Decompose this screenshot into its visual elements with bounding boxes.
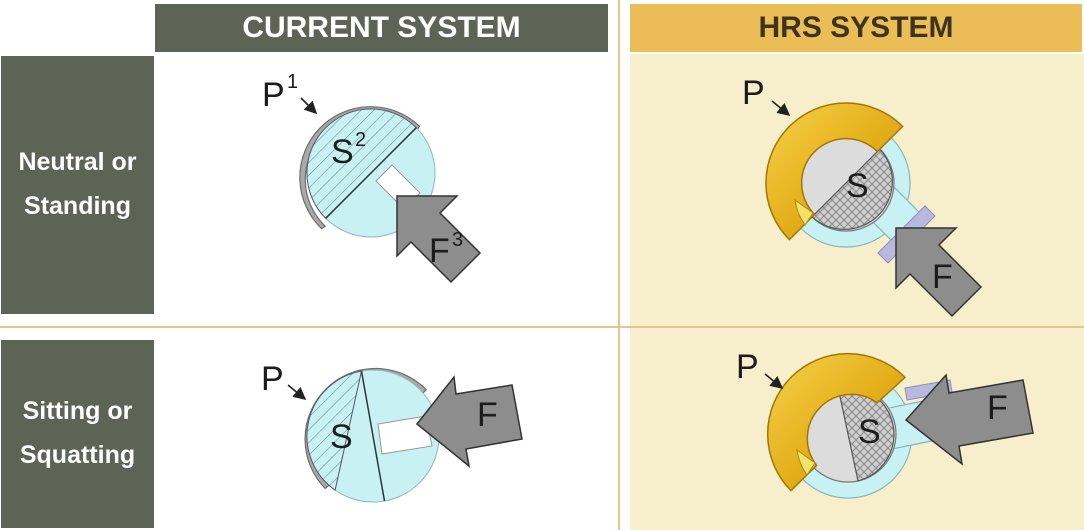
header-current-system: CURRENT SYSTEM bbox=[155, 4, 608, 52]
current-sitting-split-line bbox=[360, 370, 386, 502]
current-sitting-label-s: S bbox=[330, 418, 353, 456]
current-neutral-label-f: F bbox=[429, 232, 450, 270]
hrs-neutral-label-p: P bbox=[742, 74, 765, 112]
current-sitting-diagram: P S F bbox=[261, 360, 523, 503]
current-neutral-label-p: P bbox=[262, 76, 285, 114]
row-label-sitting-line1: Sitting or bbox=[22, 397, 133, 426]
row-label-neutral-line2: Standing bbox=[24, 192, 131, 220]
hrs-sitting-force-arrow bbox=[904, 373, 1034, 466]
current-sitting-hatched-half bbox=[306, 370, 363, 491]
current-neutral-hatched-half bbox=[306, 108, 418, 220]
row-label-neutral-line1: Neutral or bbox=[18, 148, 137, 177]
hrs-sitting-label-f: F bbox=[987, 389, 1008, 427]
current-sitting-label-f: F bbox=[477, 396, 498, 434]
current-sitting-force-arrow bbox=[415, 375, 523, 468]
current-neutral-diagram: P 1 S 2 F 3 bbox=[262, 71, 482, 284]
current-sitting-pointer-p bbox=[287, 384, 307, 401]
hrs-neutral-label-s: S bbox=[846, 167, 869, 205]
hrs-neutral-crosshatch-half bbox=[811, 148, 893, 230]
hrs-sitting-cup-rim bbox=[796, 448, 816, 476]
row-label-sitting: Sitting or Squatting bbox=[1, 340, 154, 528]
current-neutral-sup-p: 1 bbox=[287, 71, 298, 93]
hrs-sitting-label-s: S bbox=[858, 413, 881, 451]
current-neutral-split-line bbox=[325, 127, 417, 219]
column-divider bbox=[618, 0, 620, 530]
hrs-sitting-pointer-p bbox=[764, 373, 784, 390]
hrs-sitting-label-p: P bbox=[736, 348, 759, 386]
hrs-neutral-label-f: F bbox=[932, 258, 953, 296]
hrs-neutral-force-arrow bbox=[895, 227, 983, 318]
current-neutral-label-s: S bbox=[331, 133, 354, 171]
current-neutral-pointer-p bbox=[300, 97, 318, 115]
current-neutral-force-arrow bbox=[396, 195, 482, 284]
row-label-neutral: Neutral or Standing bbox=[1, 56, 154, 314]
hrs-neutral-cup-rim bbox=[794, 198, 814, 226]
row-label-sitting-line2: Squatting bbox=[19, 441, 136, 469]
header-hrs-system: HRS SYSTEM bbox=[630, 4, 1082, 52]
current-sitting-label-p: P bbox=[261, 360, 284, 398]
hrs-neutral-diagram: P S F bbox=[742, 74, 983, 318]
hrs-neutral-pointer-p bbox=[771, 100, 791, 117]
hrs-sitting-diagram: P S F bbox=[736, 348, 1034, 499]
current-neutral-sup-f: 3 bbox=[452, 229, 463, 251]
row-divider bbox=[0, 326, 1084, 328]
current-neutral-sup-s: 2 bbox=[355, 129, 366, 151]
